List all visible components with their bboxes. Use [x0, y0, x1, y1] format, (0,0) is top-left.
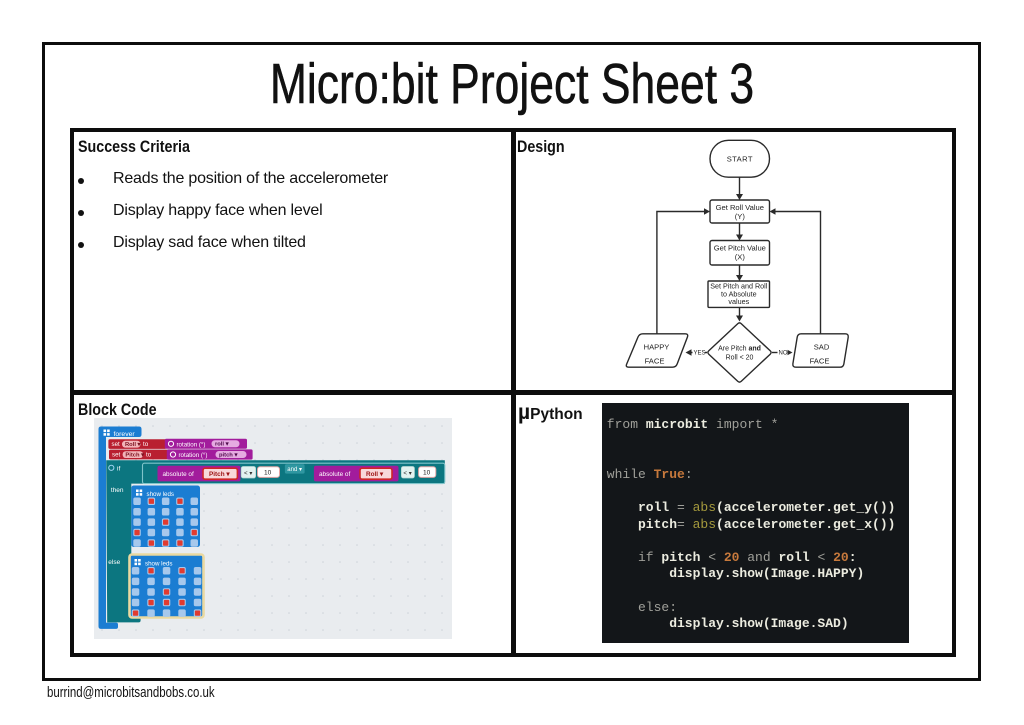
- svg-text:pitch ▾: pitch ▾: [219, 452, 238, 458]
- svg-text:roll ▾: roll ▾: [215, 442, 230, 448]
- svg-text:and ▾: and ▾: [287, 467, 302, 473]
- svg-text:values: values: [728, 297, 749, 306]
- svg-text:(X): (X): [735, 253, 746, 262]
- svg-text:set: set: [112, 441, 121, 448]
- svg-text:Roll ▾: Roll ▾: [125, 442, 142, 448]
- svg-text:to Absolute: to Absolute: [721, 289, 757, 298]
- svg-text:START: START: [727, 155, 753, 164]
- svg-text:then: then: [111, 487, 124, 494]
- svg-text:SAD: SAD: [814, 343, 830, 352]
- svg-text:Pitch ▾: Pitch ▾: [125, 452, 145, 458]
- svg-text:rotation (°): rotation (°): [179, 452, 208, 459]
- svg-text:forever: forever: [114, 431, 136, 438]
- svg-text:HAPPY: HAPPY: [644, 343, 670, 352]
- svg-text:absolute of: absolute of: [319, 471, 350, 478]
- svg-text:FACE: FACE: [645, 357, 665, 366]
- svg-text:Roll < 20: Roll < 20: [726, 355, 754, 362]
- svg-text:FACE: FACE: [810, 357, 830, 366]
- svg-text:Set Pitch and Roll: Set Pitch and Roll: [710, 282, 768, 291]
- svg-text:10: 10: [423, 470, 431, 477]
- svg-text:(Y): (Y): [735, 212, 746, 221]
- svg-text:absolute of: absolute of: [163, 471, 194, 478]
- svg-text:Pitch ▾: Pitch ▾: [209, 471, 230, 478]
- svg-text:to: to: [146, 452, 152, 459]
- svg-text:Are Pitch and: Are Pitch and: [718, 346, 761, 353]
- svg-text:rotation (°): rotation (°): [177, 441, 206, 448]
- svg-text:< ▾: < ▾: [244, 470, 252, 477]
- svg-text:NO: NO: [779, 350, 788, 356]
- svg-text:show leds: show leds: [145, 560, 173, 567]
- svg-text:Get Pitch Value: Get Pitch Value: [714, 244, 766, 253]
- svg-text:show leds: show leds: [147, 491, 175, 498]
- svg-text:10: 10: [264, 470, 272, 477]
- svg-text:< ▾: < ▾: [403, 470, 411, 477]
- svg-text:set: set: [112, 452, 121, 459]
- svg-text:YES: YES: [694, 351, 706, 357]
- svg-text:if: if: [117, 465, 120, 472]
- svg-text:Get Roll Value: Get Roll Value: [716, 203, 764, 212]
- svg-text:Roll ▾: Roll ▾: [366, 471, 384, 478]
- svg-text:to: to: [143, 441, 149, 448]
- svg-text:else: else: [108, 559, 120, 566]
